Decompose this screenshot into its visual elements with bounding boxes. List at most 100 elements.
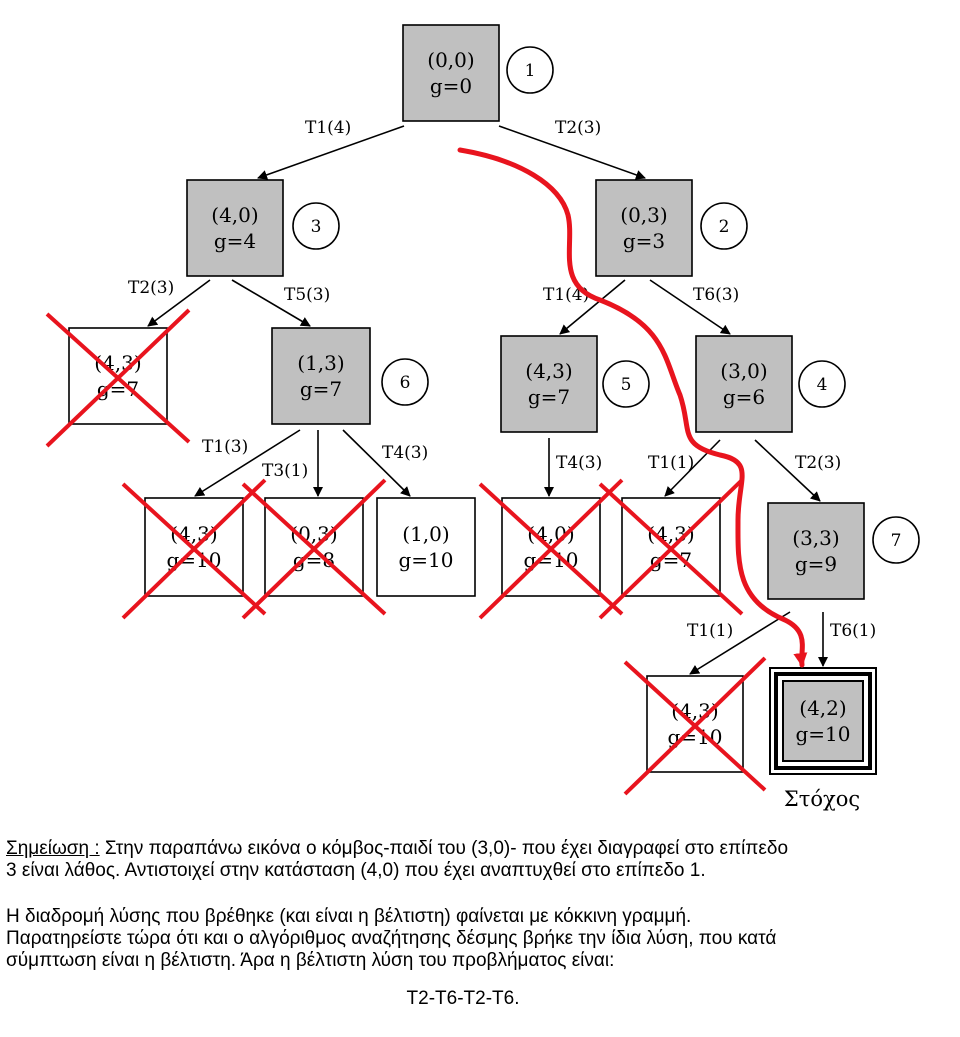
tree-node-n_c: (0,3)g=8	[241, 478, 387, 620]
edge-arrow	[664, 439, 721, 497]
edge-n6-n_b: T1(3)	[194, 429, 301, 497]
note-line-2: 3 είναι λάθος. Αντιστοιχεί στην κατάστασ…	[6, 860, 706, 881]
solution-answer: T2-T6-T2-T6.	[406, 988, 520, 1009]
edge-label: T1(1)	[648, 453, 694, 473]
edge-arrow	[754, 439, 821, 502]
node-cost: g=9	[795, 552, 837, 576]
tree-node-n7: (3,3)g=9 7	[767, 502, 920, 600]
edge-arrow	[559, 279, 626, 335]
edge-n3-n_a: T2(3)	[128, 278, 211, 327]
goal-inner-box	[782, 680, 864, 762]
edge-arrow	[342, 429, 411, 497]
node-box	[695, 335, 793, 433]
pruned-cross-line	[45, 308, 191, 448]
tree-node-n_d: (1,0)g=10	[376, 497, 476, 597]
node-cost: g=3	[623, 229, 665, 253]
edge-label: T2(3)	[128, 278, 174, 298]
node-cost: g=10	[398, 548, 453, 572]
edge-label: T5(3)	[284, 285, 330, 305]
notes-section: Σημείωση : Στην παραπάνω εικόνα ο κόμβος…	[6, 838, 960, 1010]
node-state: (3,0)	[720, 359, 767, 383]
node-cost: g=6	[723, 385, 765, 409]
pruned-cross-line	[478, 478, 624, 620]
edge-n6-n_c: T3(1)	[262, 430, 323, 497]
tree-node-goal: (4,2)g=10	[769, 667, 877, 775]
tree-node-n3: (4,0)g=4 3	[186, 179, 340, 277]
edge-n4-n_f: T1(1)	[648, 439, 721, 497]
tree-node-n_b: (4,3)g=10	[121, 478, 267, 620]
tree-node-n_a: (4,3)g=7	[45, 308, 191, 448]
node-state: (4,0)	[211, 203, 258, 227]
edge-n2-n4: T6(3)	[649, 279, 739, 335]
expansion-order-circle	[798, 360, 846, 408]
edge-n3-n6: T5(3)	[231, 279, 330, 327]
edge-n4-n7: T2(3)	[754, 439, 841, 502]
edge-n1-n2: T2(3)	[498, 118, 646, 180]
node-cost: g=7	[528, 385, 570, 409]
edge-n6-n_d: T4(3)	[342, 429, 428, 497]
edge-n2-n5: T1(4)	[543, 279, 626, 335]
edge-label: T1(4)	[543, 285, 589, 305]
edge-label: T2(3)	[555, 118, 601, 138]
tree-node-n2: (0,3)g=3 2	[595, 179, 748, 277]
node-state: (0,0)	[427, 48, 474, 72]
expansion-order-circle	[872, 516, 920, 564]
edge-label: T3(1)	[262, 461, 308, 481]
edge-n7-goal: T6(1)	[818, 612, 876, 667]
solution-path-line	[457, 147, 808, 668]
note-line-3: Η διαδρομή λύσης που βρέθηκε (και είναι …	[6, 906, 692, 927]
expansion-order-number: 6	[400, 373, 411, 393]
pruned-cross-line	[241, 478, 387, 620]
tree-node-n_g: (4,3)g=10	[623, 656, 767, 796]
tree-node-n1: (0,0)g=0 1	[402, 24, 554, 122]
node-box	[402, 24, 500, 122]
node-box	[376, 497, 476, 597]
goal-caption: Στόχος	[784, 787, 860, 811]
tree-node-n4: (3,0)g=6 4	[695, 335, 846, 433]
expansion-order-circle	[700, 202, 748, 250]
tree-node-n_f: (4,3)g=7	[598, 478, 744, 620]
edge-label: T4(3)	[556, 453, 602, 473]
edge-arrow	[147, 279, 211, 327]
node-cost: g=4	[214, 229, 256, 253]
edge-n1-n3: T1(4)	[257, 118, 405, 180]
pruned-cross-line	[598, 478, 744, 620]
pruned-cross-line	[121, 478, 267, 620]
edge-n7-n_g: T1(1)	[687, 611, 791, 675]
node-state: (0,3)	[620, 203, 667, 227]
edge-label: T1(4)	[305, 118, 351, 138]
node-state: (1,0)	[402, 522, 449, 546]
expansion-order-number: 1	[525, 61, 536, 81]
edge-n5-n_e: T4(3)	[544, 438, 602, 497]
node-box	[767, 502, 865, 600]
note-line-5: σύμπτωση είναι η βέλτιστη. Άρα η βέλτιστ…	[6, 950, 615, 971]
node-box	[500, 335, 598, 433]
edge-arrow	[689, 611, 791, 675]
expansion-order-number: 7	[891, 531, 902, 551]
node-box	[186, 179, 284, 277]
node-cost: g=10	[795, 722, 850, 746]
search-tree-diagram: T1(4) T2(3) T2(3) T5(3) T1(4) T6(3) T1(3)T3(1)…	[45, 24, 920, 811]
expansion-order-number: 5	[621, 375, 632, 395]
edges-layer: T1(4) T2(3) T2(3) T5(3) T1(4) T6(3) T1(3)T3(1)…	[128, 118, 876, 675]
nodes-layer: (0,0)g=0 1 (4,0)g=4 3 (0,3)g=3 2 (4,3)g=7 (1,3)…	[45, 24, 920, 796]
expansion-order-circle	[292, 202, 340, 250]
tree-node-n_e: (4,0)g=10	[478, 478, 624, 620]
expansion-order-number: 4	[817, 375, 828, 395]
expansion-order-circle	[602, 360, 650, 408]
edge-label: T6(1)	[830, 621, 876, 641]
expansion-order-circle	[381, 358, 429, 406]
expansion-order-circle	[506, 46, 554, 94]
edge-label: T2(3)	[795, 453, 841, 473]
node-state: (1,3)	[297, 351, 344, 375]
note-line-4: Παρατηρείστε τώρα ότι και ο αλγόριθμος α…	[6, 928, 777, 949]
node-state: (4,2)	[799, 696, 846, 720]
node-cost: g=0	[430, 74, 472, 98]
node-state: (3,3)	[792, 526, 839, 550]
note-line-1-text: Στην παραπάνω εικόνα ο κόμβος-παιδί του …	[99, 838, 789, 859]
expansion-order-number: 2	[719, 217, 730, 237]
pruned-cross-line	[623, 656, 767, 796]
expansion-order-number: 3	[311, 217, 322, 237]
